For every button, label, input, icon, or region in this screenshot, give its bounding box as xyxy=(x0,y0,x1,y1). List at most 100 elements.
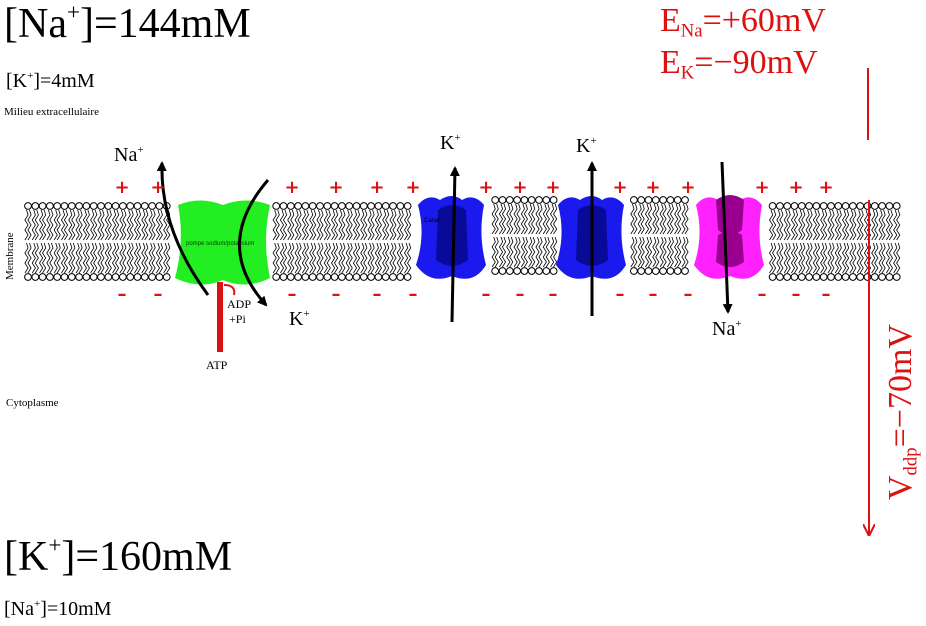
lipid-tail xyxy=(97,209,102,241)
lipid-tail xyxy=(856,242,861,274)
lipid-head-outer xyxy=(498,196,507,204)
lipid-tail xyxy=(100,242,105,274)
lipid-head-outer xyxy=(67,202,76,210)
lipid-head-inner xyxy=(381,273,390,281)
lipid-tail xyxy=(56,209,61,241)
minus-charge: – xyxy=(516,284,525,305)
lipid-tail xyxy=(275,209,280,241)
lipid-tail xyxy=(122,242,127,274)
lipid-tail xyxy=(677,236,682,268)
lipid-head-inner xyxy=(330,273,339,281)
plus-charge: + xyxy=(369,177,384,198)
lipid-head-outer xyxy=(323,202,332,210)
lipid-tail xyxy=(316,242,321,274)
lipid-tail xyxy=(793,242,799,274)
lipid-head-outer xyxy=(885,202,894,210)
lipid-tail xyxy=(783,242,788,274)
lipid-tail xyxy=(888,242,893,274)
minus-charge: – xyxy=(616,284,625,305)
na-influx-arrow xyxy=(720,161,733,314)
lipid-tail xyxy=(385,242,390,274)
lipid-head-inner xyxy=(651,267,660,275)
lipid-tail xyxy=(93,209,98,241)
lipid-tail xyxy=(290,209,295,241)
lipid-head-inner xyxy=(294,273,303,281)
lipid-head-inner xyxy=(535,267,543,275)
lipid-tail xyxy=(550,203,555,235)
lipid-tail xyxy=(798,209,803,241)
lipid-tail xyxy=(136,209,142,241)
lipid-head-outer xyxy=(155,202,164,210)
lipid-tail xyxy=(820,209,825,241)
lipid-tail xyxy=(790,242,796,274)
lipid-tail xyxy=(144,242,149,274)
lipid-tail xyxy=(776,242,781,274)
lipid-head-outer xyxy=(104,202,113,210)
lipid-tail xyxy=(837,242,842,274)
lipid-tail xyxy=(326,209,331,241)
lipid-tail xyxy=(793,209,799,241)
lipid-tail xyxy=(786,209,791,241)
lipid-tail xyxy=(528,236,533,268)
lipid-tail xyxy=(46,242,51,274)
minus-charge: – xyxy=(409,284,418,305)
lipid-tail xyxy=(896,209,901,241)
lipid-tail xyxy=(647,203,653,235)
lipid-head-inner xyxy=(46,273,54,281)
lipid-head-outer xyxy=(133,202,142,210)
na-charge: + xyxy=(66,0,80,25)
lipid-head-outer xyxy=(119,202,127,210)
lipid-head-inner xyxy=(272,273,281,281)
lipid-tail xyxy=(148,209,153,241)
lipid-tail xyxy=(837,209,842,241)
lipid-head-outer xyxy=(97,202,105,210)
minus-charge: – xyxy=(288,284,297,305)
lipid-tail xyxy=(647,236,653,268)
lipid-tail xyxy=(370,209,375,241)
lipid-tail xyxy=(513,203,518,235)
plus-charge: + xyxy=(754,177,769,198)
ion-charge: + xyxy=(590,134,597,147)
lipid-tail xyxy=(684,236,689,268)
ion-symbol: K xyxy=(440,132,455,154)
lipid-tail xyxy=(808,242,813,274)
lipid-tail xyxy=(31,209,36,241)
lipid-tail xyxy=(893,209,898,241)
channel-2-k-ion: K+ xyxy=(576,135,597,158)
e-k-subscript: K xyxy=(680,62,695,84)
lipid-tail xyxy=(652,203,657,235)
lipid-tail xyxy=(345,209,350,241)
extracellular-na-concentration: [Na+]=144mM xyxy=(4,0,251,48)
lipid-head-outer xyxy=(783,202,792,210)
lipid-tail xyxy=(97,242,102,274)
plus-charge: + xyxy=(645,177,660,198)
lipid-tail xyxy=(68,242,73,274)
lipid-tail xyxy=(779,209,784,241)
lipid-head-outer xyxy=(870,202,879,210)
lipid-head-inner xyxy=(140,273,149,281)
lipid-tail xyxy=(49,242,54,274)
lipid-tail xyxy=(874,242,879,274)
lipid-head-inner xyxy=(666,267,675,275)
lipid-tail xyxy=(856,209,861,241)
lipid-tail xyxy=(272,242,277,274)
lipid-tail xyxy=(348,209,353,241)
lipid-tail xyxy=(93,242,98,274)
lipid-tail xyxy=(78,209,83,241)
lipid-tail xyxy=(133,242,139,274)
lipid-tail xyxy=(279,242,285,274)
lipid-tail xyxy=(312,209,317,241)
lipid-tail xyxy=(282,209,288,241)
lipid-head-outer xyxy=(140,202,149,210)
lipid-head-inner xyxy=(97,273,105,281)
lipid-head-inner xyxy=(316,273,324,281)
lipid-head-inner xyxy=(819,273,828,281)
lipid-head-outer xyxy=(352,202,361,210)
adp-label: ADP xyxy=(227,297,252,311)
lipid-tail xyxy=(49,209,54,241)
extracellular-region-label: Milieu extracellulaire xyxy=(4,106,99,118)
lipid-head-inner xyxy=(797,273,806,281)
lipid-tail xyxy=(506,203,511,235)
extracellular-k-concentration: [K+]=4mM xyxy=(6,70,95,93)
